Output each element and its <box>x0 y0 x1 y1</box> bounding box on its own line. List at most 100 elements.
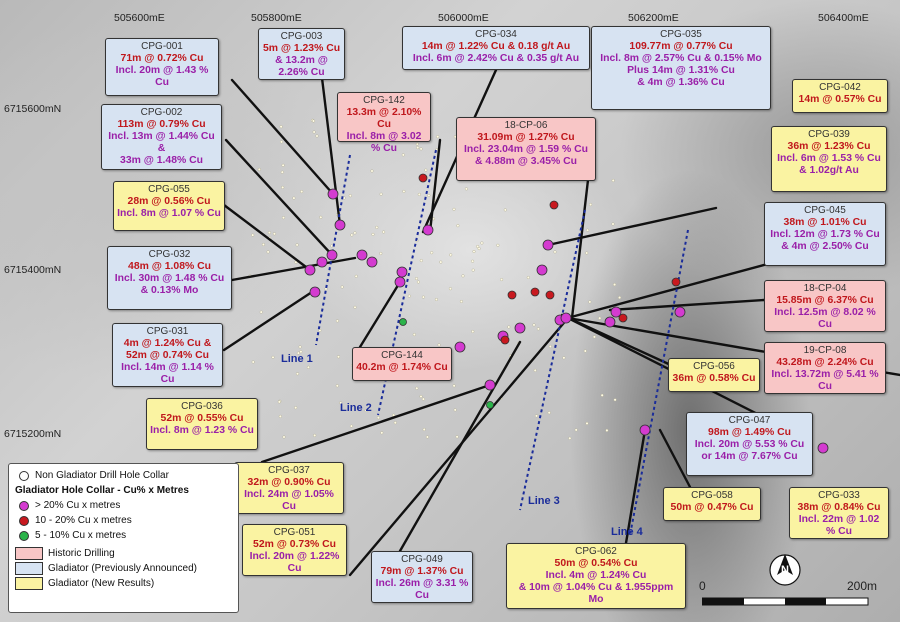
include-text: & 4.88m @ 3.45% Cu <box>475 156 577 167</box>
collar-dot <box>312 119 316 123</box>
collar-red <box>545 290 555 300</box>
collar-magenta <box>309 286 321 298</box>
collar-dot <box>415 142 419 146</box>
collar-dot <box>375 225 379 229</box>
collar-magenta <box>454 341 466 353</box>
include-text: Incl. 6m @ 1.53 % Cu <box>777 153 881 164</box>
hole-id: CPG-142 <box>363 95 405 106</box>
collar-red <box>549 200 559 210</box>
collar-dot <box>455 435 459 439</box>
collar-dot <box>422 428 426 432</box>
drill-trace <box>260 383 492 464</box>
intercept-text: 14m @ 0.57% Cu <box>798 94 882 105</box>
drill-trace <box>546 206 718 247</box>
collar-dot <box>371 232 375 236</box>
intercept-text: 98m @ 1.49% Cu <box>708 427 791 438</box>
intercept-text: 13.3m @ 2.10% Cu <box>346 107 422 130</box>
section-line <box>629 229 689 536</box>
collar-dot <box>471 330 475 334</box>
intercept-text: 50m @ 0.47% Cu <box>670 502 754 513</box>
legend: Non Gladiator Drill Hole Collar Gladiato… <box>8 463 239 613</box>
collar-dot <box>553 250 557 254</box>
collar-red <box>530 287 540 297</box>
collar-magenta <box>334 219 346 231</box>
legend-text: 10 - 20% Cu x metres <box>35 515 132 526</box>
drill-trace <box>222 288 317 352</box>
collar-dot <box>379 192 383 196</box>
gladiator-collars <box>304 173 829 454</box>
section-label: Line 3 <box>528 495 560 507</box>
scale-bar <box>702 597 869 606</box>
hole-id: CPG-034 <box>475 29 517 40</box>
hole-id: CPG-003 <box>280 31 323 42</box>
section-label: Line 2 <box>340 402 372 414</box>
hole-id: CPG-058 <box>691 490 733 501</box>
collar-dot <box>437 343 441 347</box>
section-label: Line 1 <box>281 353 313 365</box>
hole-id: CPG-045 <box>804 205 846 216</box>
collar-dot <box>280 140 284 144</box>
collar-dot <box>439 260 443 264</box>
collar-dot <box>279 125 283 129</box>
collar-magenta <box>356 249 368 261</box>
collar-dot <box>425 435 429 439</box>
intercept-text: 40.2m @ 1.74% Cu <box>356 362 448 373</box>
collar-dot <box>427 193 431 197</box>
collar-magenta <box>817 442 829 454</box>
legend-text: 5 - 10% Cu x metres <box>35 530 127 541</box>
collar-dot <box>600 393 604 397</box>
easting-label: 506200mE <box>628 12 679 24</box>
collar-dot <box>281 163 285 167</box>
intercept-text: 109.77m @ 0.77% Cu <box>629 41 733 52</box>
include-text: Incl. 8m @ 1.07 % Cu <box>117 208 221 219</box>
collar-red <box>671 277 681 287</box>
hole-id: CPG-055 <box>148 184 190 195</box>
collar-dot <box>547 411 551 415</box>
collar-dot <box>618 296 622 300</box>
collar-dot <box>507 325 511 329</box>
collar-dot <box>354 274 358 278</box>
legend-text: Non Gladiator Drill Hole Collar <box>35 470 169 481</box>
collar-dot <box>353 231 357 235</box>
collar-dot <box>611 178 615 182</box>
collar-dot <box>348 194 352 198</box>
collar-dot <box>477 247 481 251</box>
hole-id: CPG-051 <box>273 527 316 538</box>
collar-dot <box>379 251 383 255</box>
intercept-text: 4m @ 1.24% Cu & <box>123 338 212 349</box>
intercept-text: 31.09m @ 1.27% Cu <box>477 132 575 143</box>
collar-dot <box>424 168 428 172</box>
collar-dot <box>417 192 421 196</box>
hole-id: CPG-031 <box>146 326 189 337</box>
collar-magenta <box>639 424 651 436</box>
collar-dot <box>611 222 615 226</box>
legend-row: > 20% Cu x metres <box>15 498 232 513</box>
collar-dot <box>335 384 339 388</box>
collar-dot <box>339 401 343 405</box>
collar-dot <box>294 260 298 264</box>
collar-dot <box>267 231 271 235</box>
previous-swatch <box>15 562 43 575</box>
include-text: Incl. 13m @ 1.44% Cu & <box>108 131 215 154</box>
collar-dot <box>588 300 592 304</box>
drill-trace <box>222 203 312 272</box>
include-text: Incl. 12.5m @ 8.02 % Cu <box>774 307 876 330</box>
collar-dot <box>280 170 284 174</box>
hole-id: CPG-042 <box>819 82 861 93</box>
include-text: & 10m @ 1.04% Cu & 1.955ppm Mo <box>518 582 674 605</box>
hole-id: CPG-062 <box>575 546 617 557</box>
collar-dot <box>503 208 507 212</box>
legend-row: Historic Drilling <box>15 546 232 561</box>
collar-dot <box>416 146 420 150</box>
historic-swatch <box>15 547 43 560</box>
collar-magenta <box>542 239 554 251</box>
